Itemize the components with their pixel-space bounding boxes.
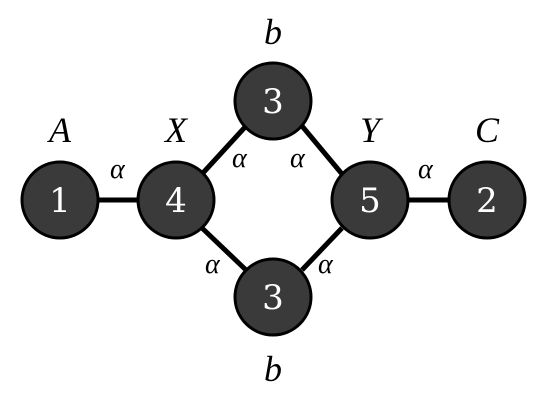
node-3-bottom-number: 3: [262, 278, 284, 318]
edge-4-3-bottom: [200, 226, 248, 272]
node-5: 5: [330, 160, 410, 240]
node-5-label: Y: [360, 110, 384, 150]
node-1-number: 1: [49, 181, 71, 221]
node-4-label: X: [163, 110, 189, 150]
node-1-label: A: [47, 110, 72, 150]
edge-label-4-3-top: α: [232, 143, 248, 174]
node-5-number: 5: [359, 181, 381, 221]
edge-3-bottom-5: [300, 226, 344, 272]
node-2-label: C: [475, 110, 500, 150]
edge-label-1-4: α: [110, 154, 126, 185]
node-3-bottom-label: b: [264, 349, 282, 389]
edge-4-3-top: [200, 124, 248, 176]
node-3-top-label: b: [264, 12, 282, 52]
node-3-top-number: 3: [262, 82, 284, 122]
edge-label-3-top-5: α: [290, 143, 306, 174]
node-2: 2: [447, 160, 527, 240]
node-4-number: 4: [165, 181, 187, 221]
edge-label-4-3-bottom: α: [205, 249, 221, 280]
node-3-top: 3: [233, 61, 313, 141]
node-2-number: 2: [476, 181, 498, 221]
node-4: 4: [136, 160, 216, 240]
edge-3-top-5: [300, 124, 344, 176]
edge-label-5-2: α: [418, 154, 434, 185]
node-3-bottom: 3: [233, 257, 313, 337]
node-1: 1: [20, 160, 100, 240]
edge-label-3-bottom-5: α: [318, 249, 334, 280]
